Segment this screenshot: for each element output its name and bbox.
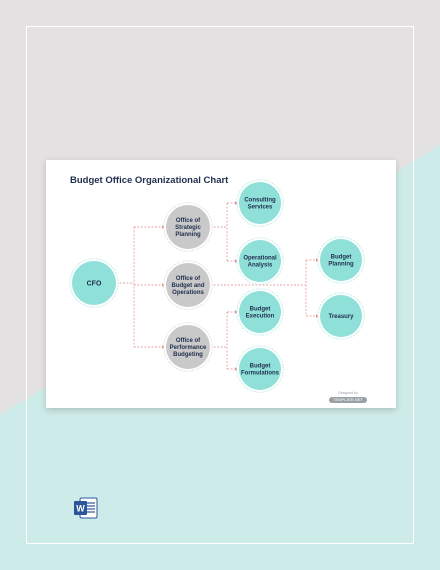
node-circle — [239, 291, 281, 333]
designer-credit: Designed by — [338, 391, 358, 395]
node-circle — [72, 261, 116, 305]
template-badge: TEMPLATE.NET — [329, 397, 367, 403]
node-circle — [166, 325, 210, 369]
decorative-frame — [26, 26, 414, 544]
connector-arrow-formulations — [235, 367, 238, 371]
connector-arrow-budgetops — [162, 283, 165, 287]
connector-arrow-consulting — [235, 201, 238, 205]
node-circle — [166, 205, 210, 249]
node-circle — [166, 263, 210, 307]
node-circle — [239, 240, 281, 282]
connector-arrow-treasury — [316, 314, 319, 318]
connector-arrow-operational — [235, 259, 238, 263]
connector-arrow-planning — [316, 258, 319, 262]
node-label: CFO — [87, 280, 102, 287]
node-cfo: CFO — [69, 258, 119, 308]
connector-arrow-execution — [235, 310, 238, 314]
node-label: Treasury — [328, 314, 354, 320]
node-treasury: Treasury — [317, 292, 365, 340]
connector-arrow-performance — [162, 345, 165, 349]
node-circle — [239, 348, 281, 390]
node-circle — [320, 239, 362, 281]
node-circle — [320, 295, 362, 337]
connector-arrow-strategic — [162, 225, 165, 229]
chart-title: Budget Office Organizational Chart — [70, 175, 229, 186]
node-circle — [239, 182, 281, 224]
microsoft-word-icon: W — [74, 497, 98, 519]
word-icon-letter: W — [76, 504, 85, 514]
